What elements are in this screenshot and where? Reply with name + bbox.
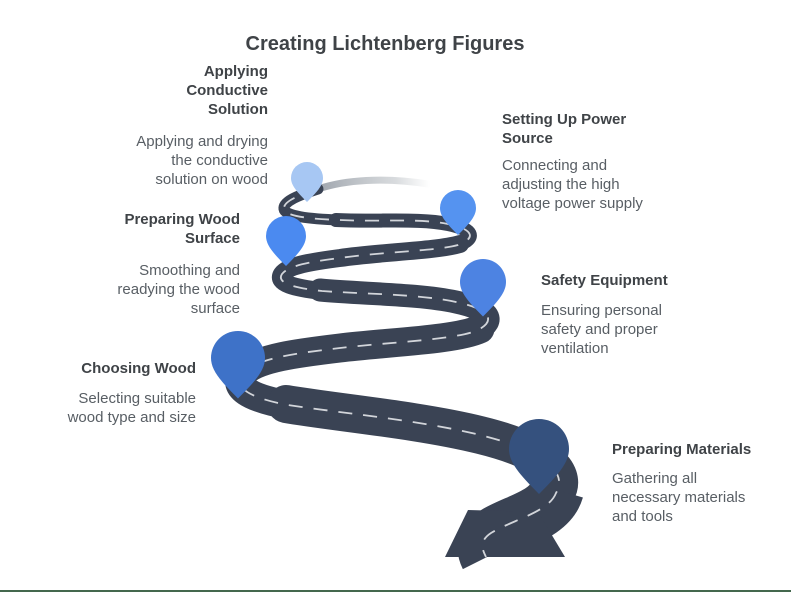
step-title: Applying Conductive Solution [186,63,268,118]
road-fade-tail [314,176,432,193]
preparing-materials-pin-icon [509,419,569,494]
step-title: Choosing Wood [81,360,196,377]
page-title: Creating Lichtenberg Figures [245,33,525,55]
step-block-preparing-wood-surface: Preparing Wood Surface Smoothing and rea… [90,210,240,318]
setting-up-power-source-pin-icon [440,190,476,235]
preparing-wood-surface-pin-icon [266,216,306,266]
step-description: Gathering all necessary materials and to… [612,470,746,525]
step-description: Ensuring personal safety and proper vent… [541,302,662,357]
choosing-wood-pin-icon [211,331,265,399]
applying-conductive-solution-pin-icon [291,162,323,202]
safety-equipment-pin-icon [460,259,506,317]
step-block-preparing-materials: Preparing Materials Gathering all necess… [612,440,777,526]
road-end-flare [445,510,565,557]
step-title: Safety Equipment [541,272,668,289]
step-block-safety-equipment: Safety Equipment Ensuring personal safet… [541,271,691,358]
step-block-choosing-wood: Choosing Wood Selecting suitable wood ty… [46,359,196,427]
step-description: Selecting suitable wood type and size [67,390,196,426]
bottom-accent-line [0,590,791,592]
step-title: Preparing Materials [612,441,752,458]
step-description: Smoothing and readying the wood surface [117,262,240,317]
step-description: Applying and drying the conductive solut… [136,133,268,188]
step-block-applying-conductive-solution: Applying Conductive Solution Applying an… [118,62,268,189]
step-title: Preparing Wood Surface [124,211,240,247]
step-description: Connecting and adjusting the high voltag… [502,157,643,212]
step-title: Setting Up Power Source [502,111,627,147]
step-block-setting-up-power-source: Setting Up Power Source Connecting and a… [502,110,657,213]
